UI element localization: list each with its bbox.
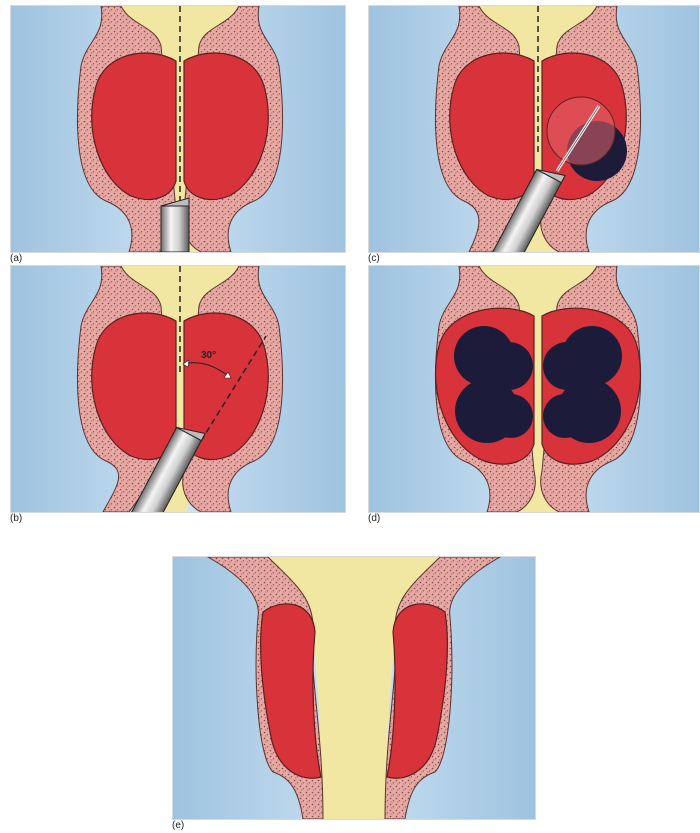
panel-b-illustration: 30° xyxy=(11,266,345,512)
panel-d-illustration xyxy=(369,266,699,512)
panel-b-label: (b) xyxy=(10,513,22,524)
panel-d xyxy=(368,265,700,513)
panel-d-label: (d) xyxy=(368,513,380,524)
panel-a-label: (a) xyxy=(10,253,22,264)
panel-a xyxy=(10,5,346,253)
panel-e-illustration xyxy=(173,557,535,819)
panel-c-label: (c) xyxy=(368,253,380,264)
panel-e-label: (e) xyxy=(172,820,184,831)
panel-c-illustration xyxy=(369,6,699,252)
panel-b: 30° xyxy=(10,265,346,513)
lesion-halo xyxy=(547,97,615,165)
angle-label: 30° xyxy=(201,350,216,361)
panel-a-illustration xyxy=(11,6,345,252)
instrument xyxy=(161,198,189,252)
panel-c xyxy=(368,5,700,253)
panel-e xyxy=(172,556,536,820)
